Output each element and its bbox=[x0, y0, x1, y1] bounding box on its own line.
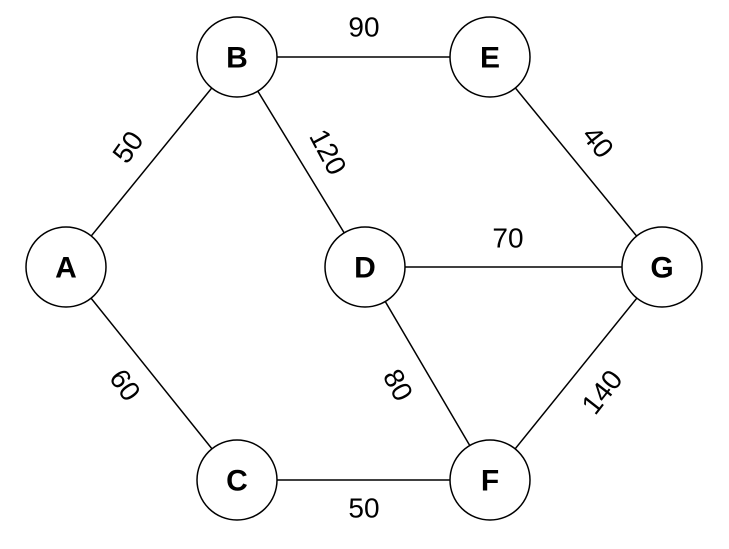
edge-b-d bbox=[236, 56, 366, 268]
nodes-layer: A B C D E F G bbox=[25, 16, 703, 521]
edge-d-f bbox=[364, 266, 491, 481]
node-label-e: E bbox=[480, 42, 500, 75]
edge-weight-a-c: 60 bbox=[103, 363, 146, 406]
node-a: A bbox=[25, 226, 107, 308]
node-d: D bbox=[324, 226, 406, 308]
node-b: B bbox=[196, 16, 278, 98]
node-e: E bbox=[449, 16, 531, 98]
edge-weight-f-g: 140 bbox=[575, 364, 628, 420]
node-circle-d bbox=[324, 226, 406, 308]
node-circle-g bbox=[621, 226, 703, 308]
edge-weight-e-g: 40 bbox=[576, 120, 620, 164]
edge-f-g bbox=[489, 266, 663, 481]
edge-weight-a-b: 50 bbox=[106, 125, 149, 168]
node-label-d: D bbox=[354, 252, 376, 285]
node-circle-c bbox=[196, 439, 278, 521]
node-c: C bbox=[196, 439, 278, 521]
node-circle-a bbox=[25, 226, 107, 308]
edge-a-c bbox=[65, 266, 238, 481]
edge-weight-b-e: 90 bbox=[348, 12, 379, 43]
node-f: F bbox=[449, 439, 531, 521]
node-g: G bbox=[621, 226, 703, 308]
node-label-b: B bbox=[226, 42, 248, 75]
edge-weight-b-d: 120 bbox=[303, 124, 352, 180]
node-circle-e bbox=[449, 16, 531, 98]
node-label-c: C bbox=[226, 465, 248, 498]
edge-weight-d-g: 70 bbox=[492, 223, 523, 254]
node-circle-f bbox=[449, 439, 531, 521]
node-label-a: A bbox=[55, 252, 77, 285]
edge-a-b bbox=[65, 56, 238, 268]
node-circle-b bbox=[196, 16, 278, 98]
node-label-g: G bbox=[650, 252, 673, 285]
edge-weight-c-f: 50 bbox=[348, 493, 379, 524]
edge-weight-d-f: 80 bbox=[377, 364, 419, 406]
edge-e-g bbox=[489, 56, 663, 268]
node-label-f: F bbox=[481, 465, 499, 498]
